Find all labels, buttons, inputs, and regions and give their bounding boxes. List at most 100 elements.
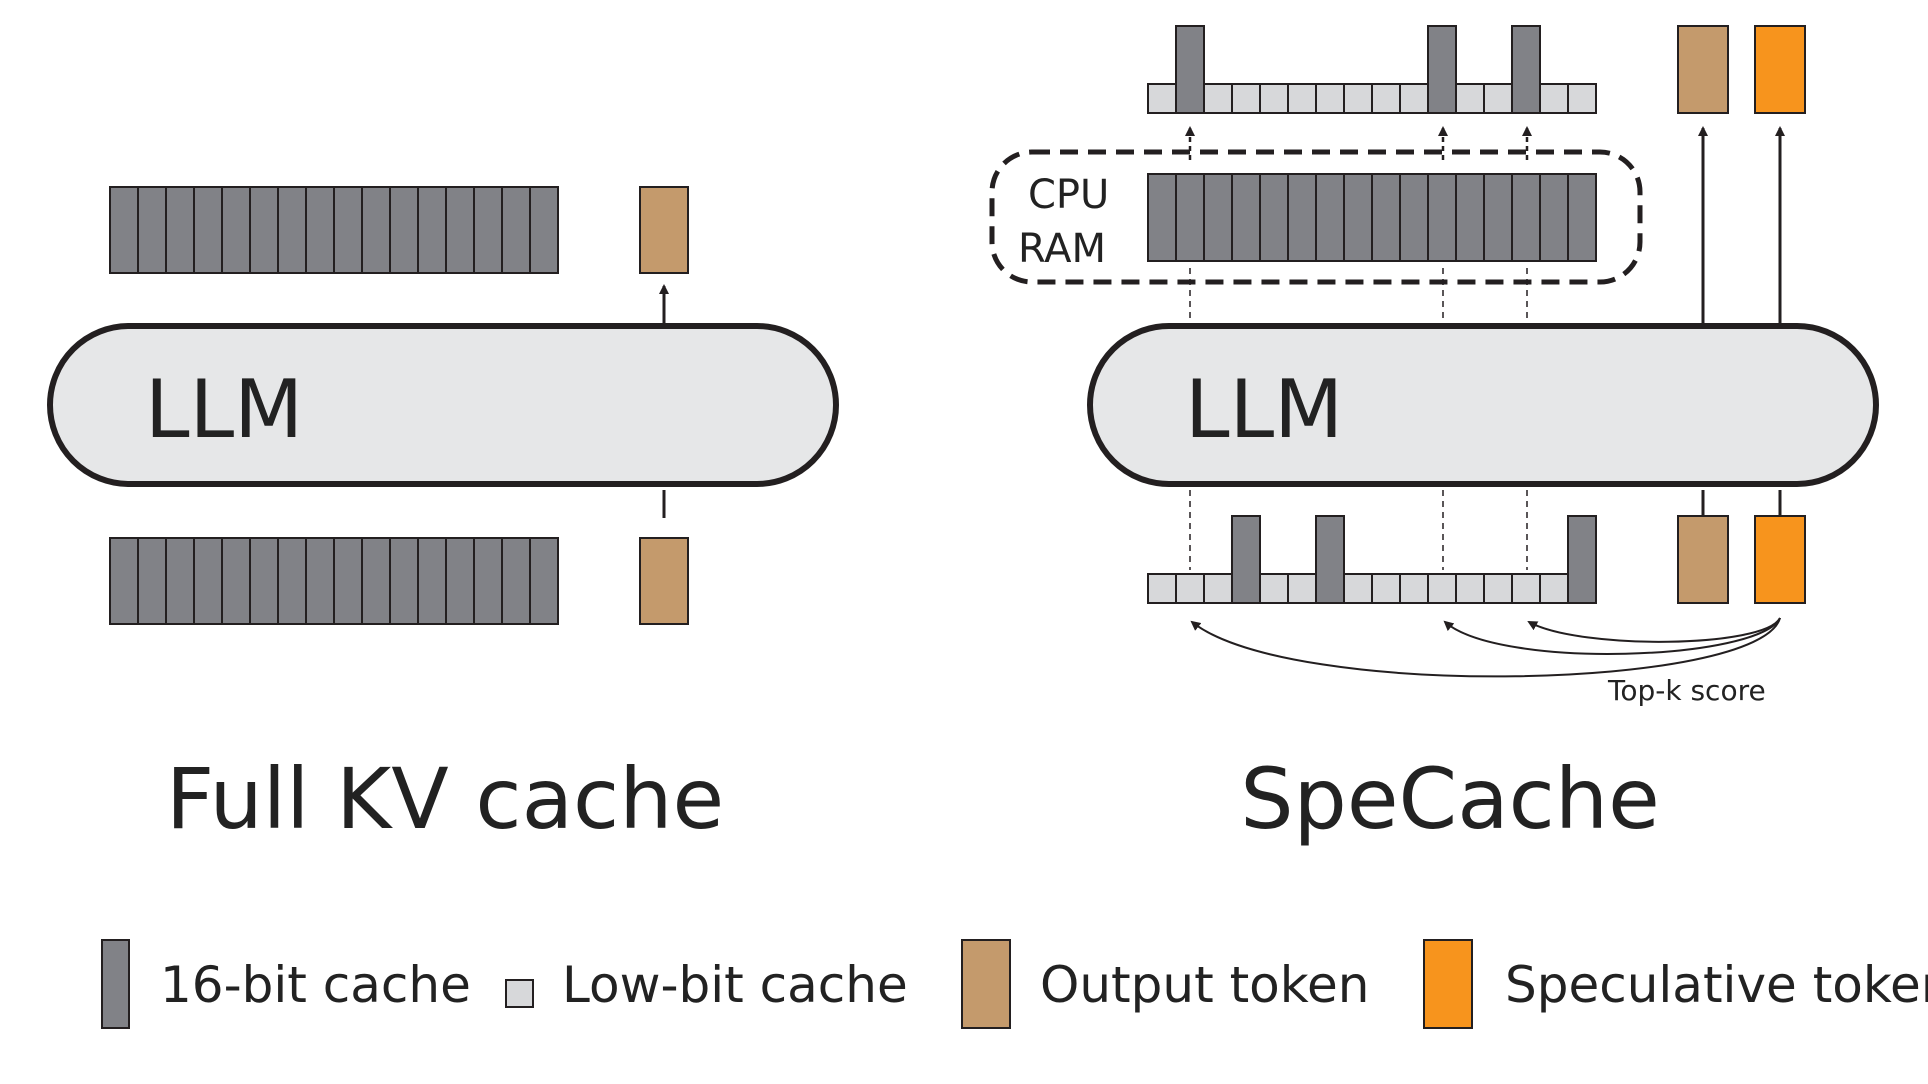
cpu-ram-region [989, 149, 1643, 285]
right-output-token-top [1677, 25, 1729, 114]
legend-swatch-lowbit [505, 979, 534, 1008]
kv-cache-cell [221, 186, 251, 274]
kv-cache-cell [137, 537, 167, 625]
low-bit-cell [1399, 573, 1429, 604]
kv-cache-cell [277, 186, 307, 274]
left-llm-box [47, 323, 839, 487]
kv-cache-cell [109, 186, 139, 274]
legend-swatch-output [961, 939, 1011, 1029]
ram-cache-cell [1483, 173, 1513, 262]
low-bit-cell [1287, 83, 1317, 114]
topk-score-label: Top-k score [1607, 674, 1766, 707]
ram-cache-cell [1539, 173, 1569, 262]
ram-cache-cell [1511, 173, 1541, 262]
kv-cache-cell [305, 186, 335, 274]
left-top-kv-cache [109, 186, 559, 274]
low-bit-cell [1315, 83, 1345, 114]
kv-cache-cell [249, 537, 279, 625]
kv-cache-cell [445, 186, 475, 274]
ram-cache-cell [1343, 173, 1373, 262]
kv-cache-cell [165, 537, 195, 625]
topk-arrow-1 [1190, 617, 1781, 678]
retrieved-16bit-cell [1511, 25, 1541, 114]
retrieved-16bit-cell [1315, 515, 1345, 604]
kv-cache-cell [473, 537, 503, 625]
right-speculative-token-bottom [1754, 515, 1806, 604]
left-bottom-kv-cache [109, 537, 559, 625]
left-panel: LLM Full KV cache [47, 186, 839, 848]
low-bit-cell [1371, 573, 1401, 604]
kv-cache-cell [305, 537, 335, 625]
low-bit-cell [1567, 83, 1597, 114]
kv-cache-cell [361, 186, 391, 274]
low-bit-cell [1343, 83, 1373, 114]
legend-label-lowbit: Low-bit cache [562, 956, 908, 1014]
kv-cache-cell [333, 537, 363, 625]
cpu-ram-cache [1147, 173, 1597, 262]
right-llm-label: LLM [1185, 363, 1343, 456]
retrieved-16bit-cell [1427, 25, 1457, 114]
low-bit-cell [1259, 83, 1289, 114]
kv-cache-cell [137, 186, 167, 274]
ram-cache-cell [1203, 173, 1233, 262]
ram-cache-cell [1147, 173, 1177, 262]
low-bit-cell [1343, 573, 1373, 604]
left-llm-label: LLM [145, 363, 303, 456]
right-panel: CPU RAM LLM Top-k score Sp [989, 25, 1879, 848]
ram-cache-cell [1287, 173, 1317, 262]
right-bottom-cache-row [1147, 515, 1597, 604]
kv-cache-cell [333, 186, 363, 274]
topk-arrow-2 [1443, 617, 1781, 655]
low-bit-cell [1203, 573, 1233, 604]
ram-cache-cell [1455, 173, 1485, 262]
low-bit-cell [1259, 573, 1289, 604]
left-output-token-bottom [639, 537, 689, 625]
retrieved-16bit-cell [1231, 515, 1261, 604]
right-speculative-token-top [1754, 25, 1806, 114]
kv-cache-cell [389, 186, 419, 274]
ram-cache-cell [1259, 173, 1289, 262]
kv-cache-cell [361, 537, 391, 625]
low-bit-cell [1427, 573, 1457, 604]
retrieved-16bit-cell [1175, 25, 1205, 114]
low-bit-cell [1287, 573, 1317, 604]
low-bit-cell [1371, 83, 1401, 114]
topk-arrow-3 [1527, 617, 1781, 643]
right-top-cache-row [1147, 25, 1597, 114]
low-bit-cell [1539, 573, 1569, 604]
kv-cache-cell [165, 186, 195, 274]
cpu-label: CPU [1028, 172, 1109, 218]
low-bit-cell [1539, 83, 1569, 114]
kv-cache-cell [109, 537, 139, 625]
kv-cache-cell [277, 537, 307, 625]
kv-cache-cell [529, 537, 559, 625]
kv-cache-cell [221, 537, 251, 625]
kv-cache-cell [417, 186, 447, 274]
ram-cache-cell [1371, 173, 1401, 262]
kv-cache-cell [249, 186, 279, 274]
kv-cache-cell [501, 537, 531, 625]
left-output-token-top [639, 186, 689, 274]
ram-cache-cell [1315, 173, 1345, 262]
ram-label: RAM [1018, 226, 1106, 272]
low-bit-cell [1399, 83, 1429, 114]
legend-label-output: Output token [1040, 956, 1369, 1014]
kv-cache-cell [529, 186, 559, 274]
legend: 16-bit cache Low-bit cache Output token … [101, 939, 1928, 1029]
right-panel-title: SpeCache [1240, 750, 1660, 848]
legend-swatch-speculative [1423, 939, 1473, 1029]
kv-cache-cell [193, 186, 223, 274]
left-panel-title: Full KV cache [166, 750, 724, 848]
ram-cache-cell [1567, 173, 1597, 262]
kv-cache-cell [389, 537, 419, 625]
low-bit-cell [1147, 83, 1177, 114]
low-bit-cell [1147, 573, 1177, 604]
ram-cache-cell [1399, 173, 1429, 262]
kv-cache-cell [473, 186, 503, 274]
low-bit-cell [1175, 573, 1205, 604]
kv-cache-cell [193, 537, 223, 625]
kv-cache-cell [445, 537, 475, 625]
low-bit-cell [1455, 573, 1485, 604]
